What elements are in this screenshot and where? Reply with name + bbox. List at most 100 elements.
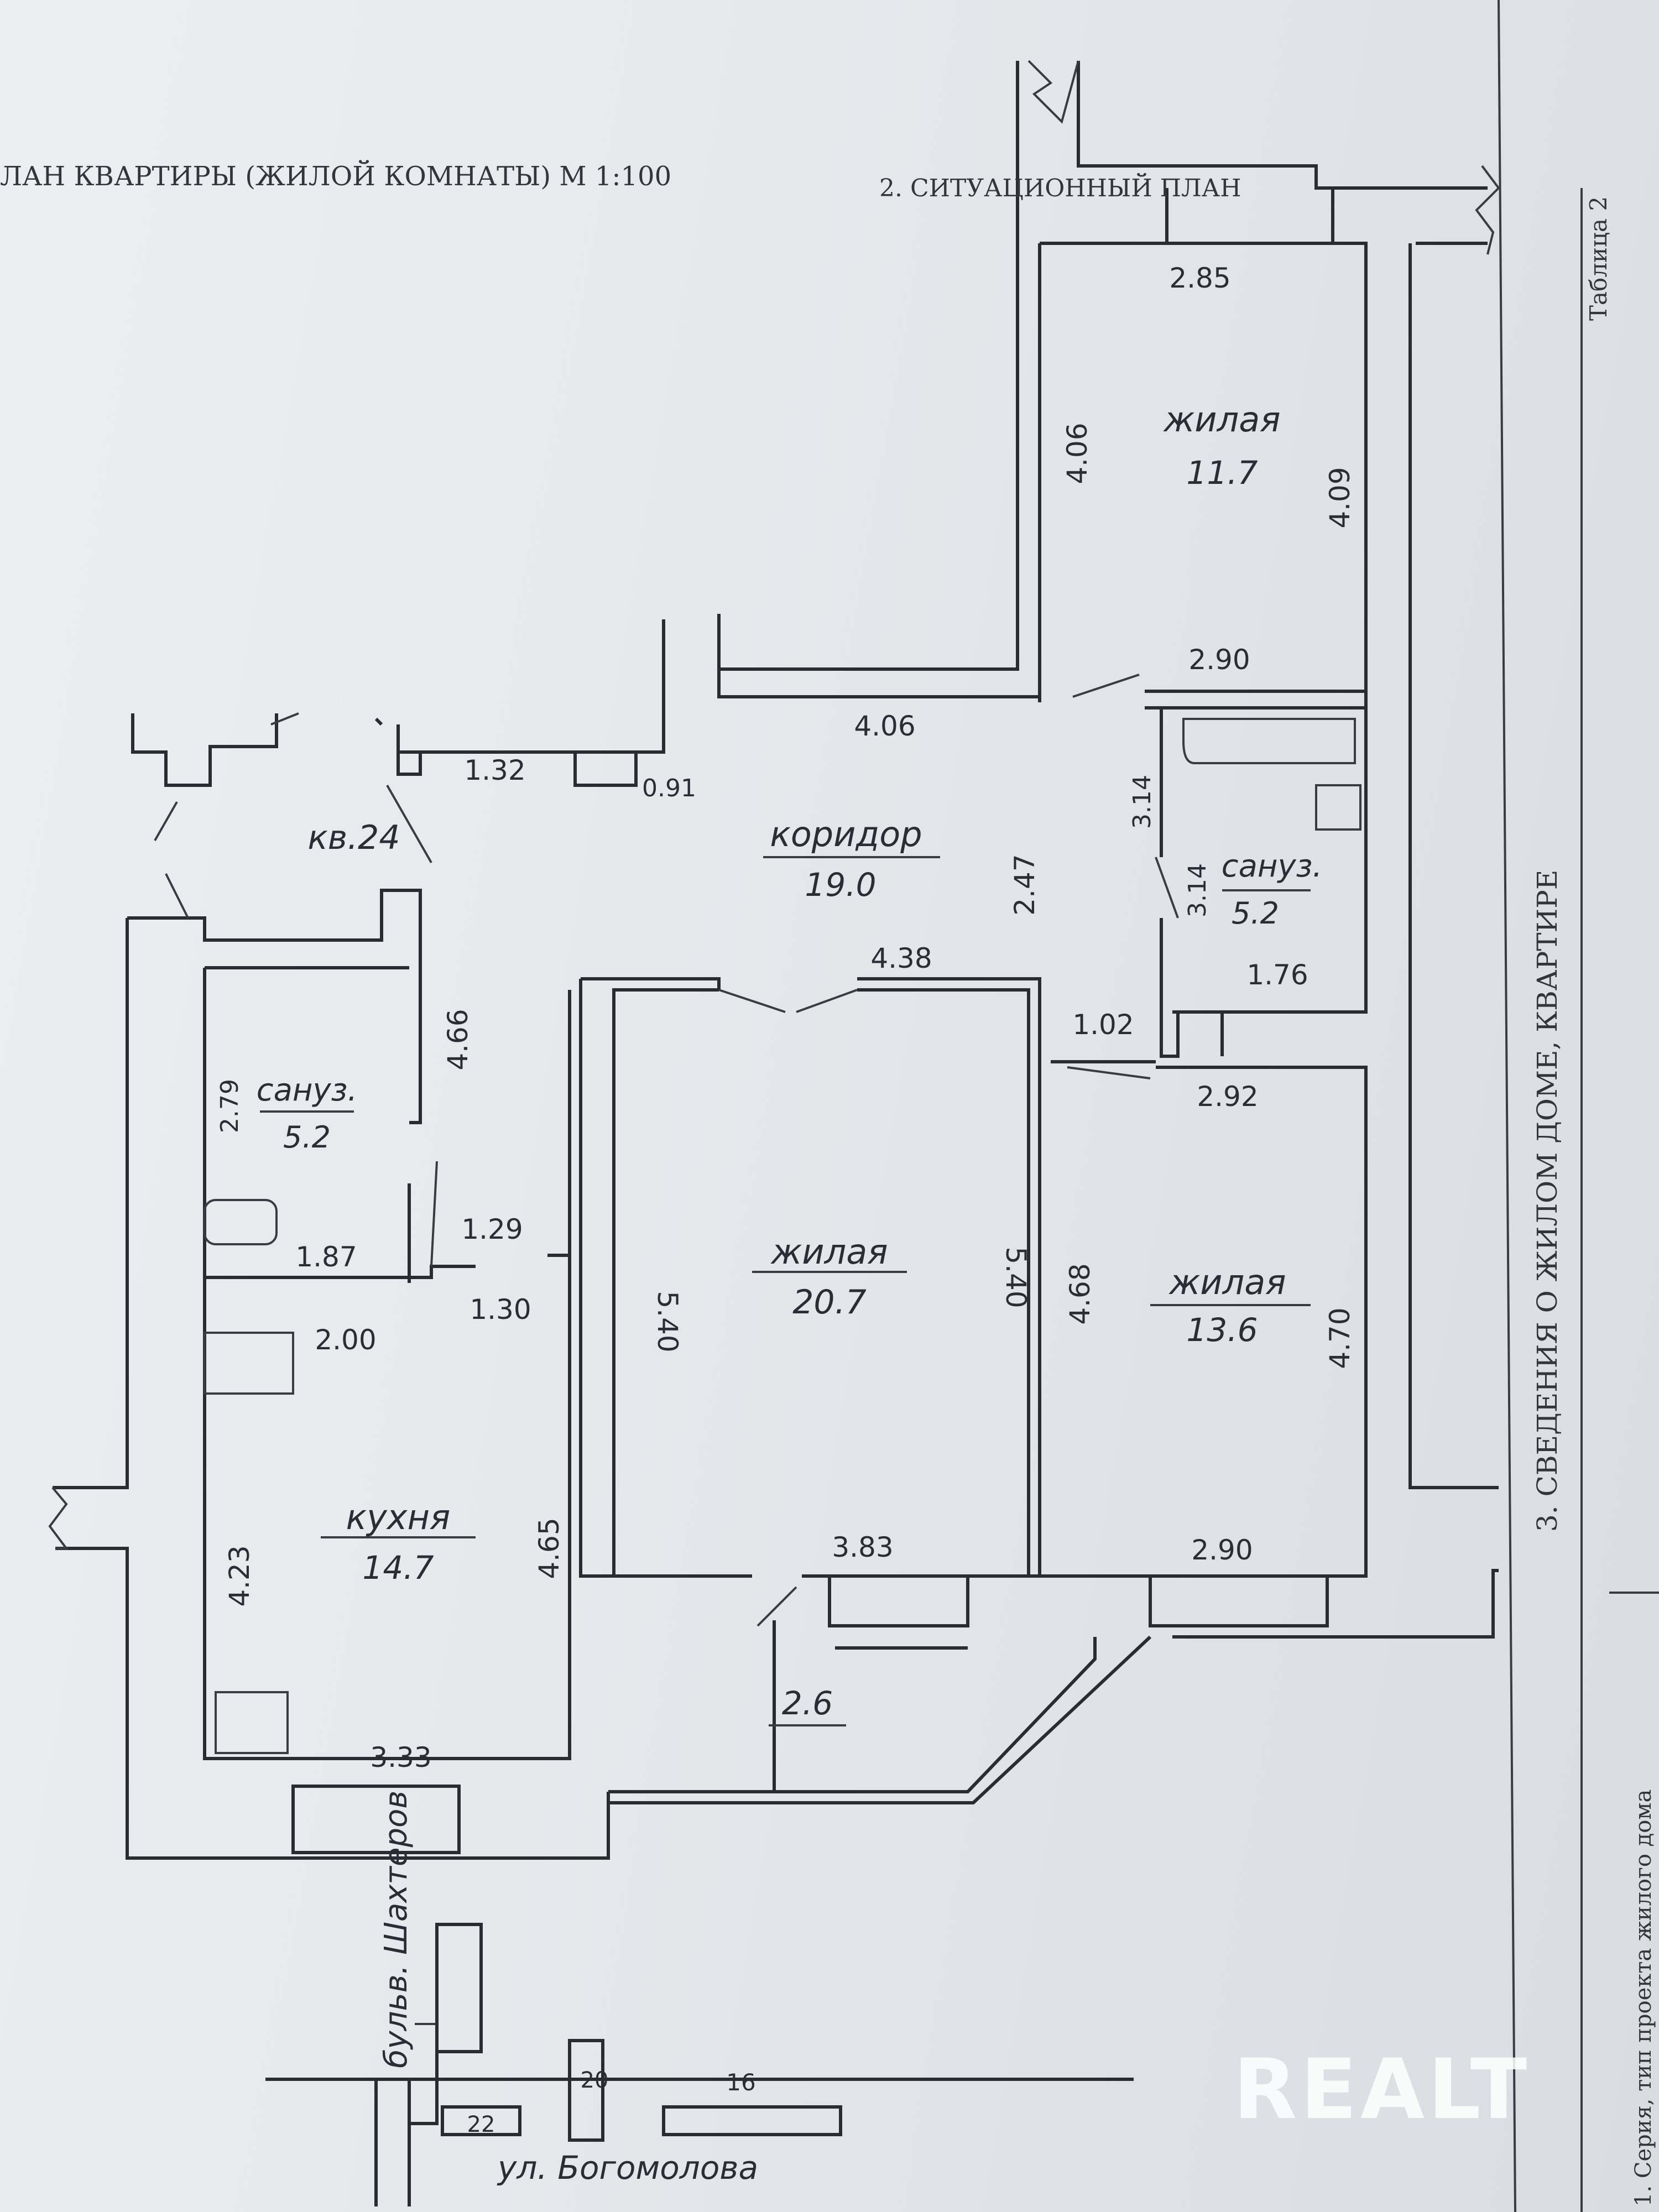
dimension: 5.40 [651, 1291, 684, 1352]
bathtub [1182, 718, 1356, 764]
room-area: 5.2 [1232, 896, 1279, 931]
room-name: жилая [1162, 399, 1280, 440]
wall [1160, 708, 1180, 1058]
dimension: 4.06 [854, 710, 915, 742]
street-name: бульв. Шахтеров [378, 1791, 414, 2068]
dimension: 4.06 [1061, 422, 1093, 484]
room-name: кухня [346, 1497, 451, 1537]
dimension: 2.90 [1188, 644, 1250, 676]
room-name: жилая [1168, 1262, 1286, 1302]
sink [1315, 784, 1361, 831]
dimension: 3.33 [370, 1741, 431, 1773]
dimension: 1.32 [464, 754, 525, 786]
dimension: 2.79 [216, 1079, 244, 1133]
wall [1077, 61, 1488, 190]
wall [1145, 690, 1366, 709]
window [1165, 188, 1334, 243]
wall [857, 988, 1030, 1576]
wall [608, 1635, 1152, 1804]
dimension: 4.38 [870, 942, 932, 974]
room-area: 5.2 [283, 1120, 331, 1155]
window [1149, 1574, 1329, 1627]
dimension: 1.76 [1246, 959, 1308, 991]
room-area: 13.6 [1186, 1311, 1258, 1349]
room-area: 20.7 [792, 1283, 867, 1322]
break-line [1027, 60, 1079, 124]
wall [127, 889, 422, 1124]
wall [53, 918, 129, 1489]
room-name: коридор [770, 814, 922, 854]
break-line [1475, 165, 1500, 255]
wall [1040, 242, 1368, 1014]
table-number: Таблица 2 [1585, 196, 1612, 321]
window [828, 1574, 969, 1627]
wall [717, 614, 1040, 698]
wall [857, 977, 1041, 1576]
series-heading: 1. Серия, тип проекта жилого дома [1631, 1790, 1656, 2206]
building-number: 22 [467, 2112, 495, 2137]
dimension: 3.14 [1128, 775, 1156, 829]
street-line [409, 2024, 439, 2125]
building-number: 16 [726, 2069, 755, 2096]
building-22 [441, 2105, 521, 2136]
toilet [204, 1199, 278, 1245]
kitchen-sink [204, 1332, 294, 1395]
room-area: 14.7 [362, 1549, 434, 1587]
dimension: 4.09 [1324, 467, 1356, 528]
door [154, 785, 432, 919]
dimension: 2.00 [315, 1324, 376, 1356]
wall [55, 1547, 610, 1860]
dimension: 2.90 [1191, 1534, 1253, 1566]
dimension: 5.40 [1000, 1246, 1032, 1308]
dimension: 1.29 [461, 1213, 523, 1245]
dimension: 2.92 [1197, 1081, 1258, 1113]
building-22 [435, 1923, 483, 2053]
room-name: сануз. [1222, 848, 1322, 884]
section3-heading: 3. СВЕДЕНИЯ О ЖИЛОМ ДОМЕ, КВАРТИРЕ [1531, 870, 1563, 1532]
building-20 [568, 2039, 604, 2142]
wall [408, 1183, 570, 1283]
wall [398, 619, 665, 754]
page-fold [1498, 0, 1516, 2212]
dimension: 2.47 [1009, 854, 1041, 915]
dimension: 4.23 [223, 1545, 255, 1606]
street-line [265, 2078, 1134, 2206]
stove [215, 1691, 289, 1754]
room-area: 19.0 [805, 866, 876, 904]
dimension: 3.83 [832, 1531, 893, 1563]
dimension: 4.66 [442, 1009, 474, 1070]
dimension: 4.68 [1064, 1263, 1096, 1324]
building-number: 20 [581, 2068, 609, 2093]
room-name: сануз. [257, 1072, 357, 1108]
dimension: 2.85 [1169, 262, 1230, 294]
plan-heading: ЛАН КВАРТИРЫ (ЖИЛОЙ КОМНАТЫ) М 1:100 [0, 159, 671, 192]
break-line [48, 1486, 69, 1550]
wall [573, 752, 638, 787]
dimension: 1.87 [295, 1241, 357, 1273]
dimension: 4.70 [1324, 1307, 1356, 1369]
building-16 [662, 2105, 842, 2136]
wall [1408, 243, 1499, 1489]
street-name: ул. Богомолова [497, 2149, 758, 2187]
dimension: 4.65 [533, 1517, 565, 1579]
wall [131, 713, 278, 787]
wall [374, 717, 422, 776]
dimension: 1.02 [1072, 1009, 1134, 1041]
window [291, 1785, 461, 1854]
dimension: 1.30 [469, 1293, 531, 1326]
situation-heading: 2. СИТУАЦИОННЫЙ ПЛАН [879, 173, 1241, 202]
wall [205, 1265, 476, 1279]
watermark-logo: REALT [1233, 2042, 1530, 2138]
dimension: 0.91 [642, 774, 696, 802]
room-name: жилая [770, 1232, 888, 1272]
dimension: 3.14 [1183, 863, 1212, 917]
wall [579, 979, 719, 1578]
wall [581, 977, 721, 990]
door [270, 674, 1179, 1627]
wall [773, 1620, 1097, 1793]
wall [719, 61, 1019, 671]
neighbor-apartment: кв.24 [307, 818, 400, 857]
wall [1327, 1569, 1499, 1639]
